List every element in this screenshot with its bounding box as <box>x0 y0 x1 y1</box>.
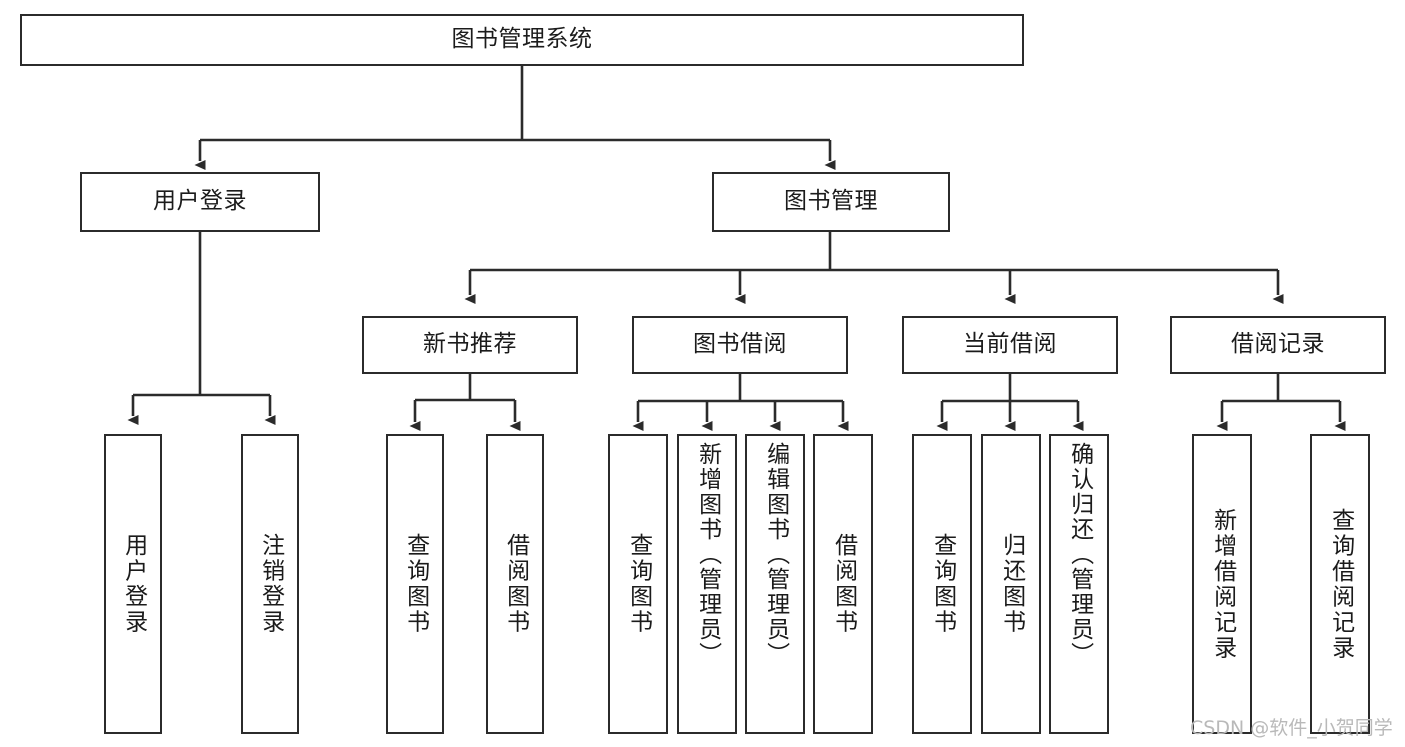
leaf-current-return-book[interactable]: 归还图书 <box>981 434 1041 734</box>
node-label: 借阅图书 <box>502 533 529 635</box>
node-current-borrow[interactable]: 当前借阅 <box>902 316 1118 374</box>
node-label: 归还图书 <box>998 533 1025 635</box>
node-label: 确认归还（管理员） <box>1066 442 1093 667</box>
node-new-book-recommend[interactable]: 新书推荐 <box>362 316 578 374</box>
node-label: 新增借阅记录 <box>1209 507 1236 661</box>
node-label: 当前借阅 <box>963 331 1057 358</box>
leaf-user-login-login[interactable]: 用户登录 <box>104 434 162 734</box>
node-book-management[interactable]: 图书管理 <box>712 172 950 232</box>
node-label: 查询图书 <box>402 533 429 635</box>
node-user-login[interactable]: 用户登录 <box>80 172 320 232</box>
node-label: 用户登录 <box>120 533 147 635</box>
leaf-record-add-record[interactable]: 新增借阅记录 <box>1192 434 1252 734</box>
leaf-user-login-logout[interactable]: 注销登录 <box>241 434 299 734</box>
leaf-recommend-borrow-book[interactable]: 借阅图书 <box>486 434 544 734</box>
leaf-borrow-add-book-admin[interactable]: 新增图书（管理员） <box>677 434 737 734</box>
node-label: 查询图书 <box>625 533 652 635</box>
leaf-record-query-record[interactable]: 查询借阅记录 <box>1310 434 1370 734</box>
node-borrow-record[interactable]: 借阅记录 <box>1170 316 1386 374</box>
leaf-borrow-borrow-book[interactable]: 借阅图书 <box>813 434 873 734</box>
leaf-current-query-book[interactable]: 查询图书 <box>912 434 972 734</box>
node-label: 图书借阅 <box>693 331 787 358</box>
leaf-borrow-query-book[interactable]: 查询图书 <box>608 434 668 734</box>
leaf-recommend-query-book[interactable]: 查询图书 <box>386 434 444 734</box>
node-root-book-management-system[interactable]: 图书管理系统 <box>20 14 1024 66</box>
node-label: 用户登录 <box>153 188 247 215</box>
node-label: 图书管理 <box>784 188 878 215</box>
node-label: 查询图书 <box>929 533 956 635</box>
node-label: 借阅记录 <box>1231 331 1325 358</box>
watermark-text: CSDN @软件_小贺同学 <box>1190 717 1393 739</box>
node-label: 新书推荐 <box>423 331 517 358</box>
node-label: 编辑图书（管理员） <box>762 442 789 667</box>
node-label: 图书管理系统 <box>451 26 593 53</box>
leaf-borrow-edit-book-admin[interactable]: 编辑图书（管理员） <box>745 434 805 734</box>
node-label: 查询借阅记录 <box>1327 507 1354 661</box>
leaf-current-confirm-return-admin[interactable]: 确认归还（管理员） <box>1049 434 1109 734</box>
node-label: 借阅图书 <box>830 533 857 635</box>
node-book-borrow[interactable]: 图书借阅 <box>632 316 848 374</box>
node-label: 新增图书（管理员） <box>694 442 721 667</box>
node-label: 注销登录 <box>257 533 284 635</box>
